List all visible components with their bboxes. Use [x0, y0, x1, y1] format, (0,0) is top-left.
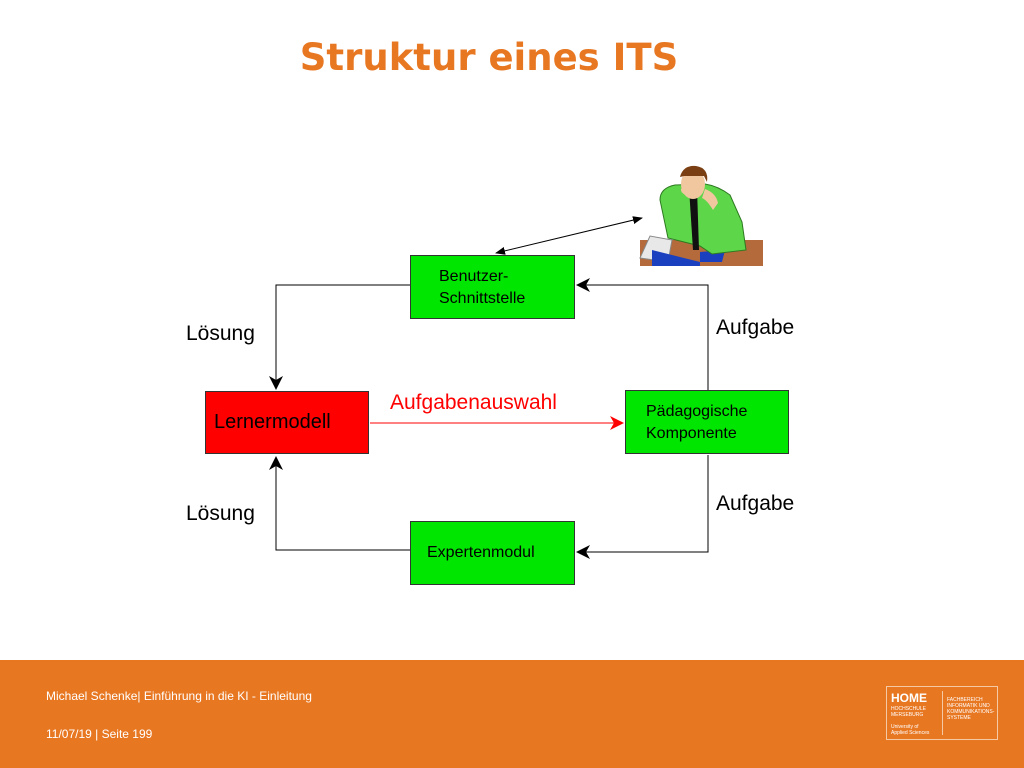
node-experten-label: Expertenmodul [427, 544, 535, 561]
edge-user-link [495, 216, 643, 255]
edge-aufgabe-bottom [576, 455, 709, 559]
logo-right-line1: FACHBEREICH [947, 697, 983, 703]
edge-aufgabe-top [576, 278, 709, 390]
node-paedagogisch-line2: Komponente [646, 425, 737, 442]
person-at-desk-icon [639, 165, 763, 266]
edge-label-loesung-bottom: Lösung [186, 502, 255, 525]
logo-left-line3: University of [891, 724, 919, 730]
logo-right-line4: SYSTEME [947, 715, 971, 721]
node-lernermodell: Lernermodell [205, 391, 369, 454]
edge-label-aufgabe-bottom: Aufgabe [716, 492, 795, 515]
logo-left-line4: Applied Sciences [891, 730, 930, 736]
diagram-connectors [269, 165, 763, 559]
edge-label-aufgabenauswahl: Aufgabenauswahl [390, 391, 557, 414]
node-benutzer-line1: Benutzer- [439, 268, 509, 285]
node-expertenmodul: Expertenmodul [410, 521, 575, 585]
node-paedagogische-komponente: Pädagogische Komponente [625, 390, 789, 454]
logo-left-line2: MERSEBURG [891, 712, 924, 718]
logo-right-line2: INFORMATIK UND [947, 703, 990, 709]
node-lernermodell-label: Lernermodell [214, 411, 331, 433]
node-paedagogisch-line1: Pädagogische [646, 403, 748, 420]
edge-label-loesung-top: Lösung [186, 322, 255, 345]
edge-label-aufgabe-top: Aufgabe [716, 316, 795, 339]
edge-loesung-bottom [269, 456, 410, 551]
logo-brand: HOME [891, 691, 927, 705]
logo-left-line1: HOCHSCHULE [891, 706, 927, 712]
slide-title: Struktur eines ITS [299, 36, 679, 79]
node-benutzer-line2: Schnittstelle [439, 290, 526, 307]
footer-date-page: 11/07/19 | Seite 199 [46, 727, 153, 741]
edge-loesung-top [269, 284, 410, 390]
footer-bar [0, 660, 1024, 768]
logo-divider [942, 691, 943, 735]
university-logo: HOME HOCHSCHULE MERSEBURG University of … [886, 686, 998, 740]
footer-author: Michael Schenke| Einführung in die KI - … [46, 689, 312, 703]
node-benutzer-schnittstelle: Benutzer- Schnittstelle [410, 255, 575, 319]
logo-right-line3: KOMMUNIKATIONS- [947, 709, 995, 715]
